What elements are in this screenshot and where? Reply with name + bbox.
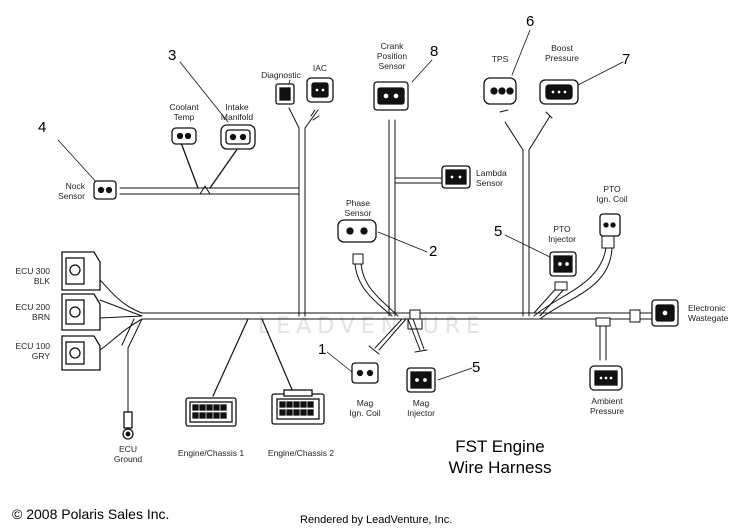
callout-3: 3 [168,47,177,64]
label-diagnostic: Diagnostic [261,70,301,80]
label-engine-chassis-2: Engine/Chassis 2 [267,448,335,458]
callout-2: 2 [429,243,438,260]
label-iac: IAC [312,63,328,73]
iac-connector [306,77,334,103]
callout-6: 6 [526,13,535,30]
callout-5-pto: 5 [494,223,503,240]
coolant-temp-connector [171,127,197,145]
callout-8: 8 [430,43,439,60]
main-trunk [141,309,634,330]
branch-wastegate [629,309,653,323]
branch-tps [499,109,553,317]
callout-1: 1 [318,341,327,358]
branch-mag [368,318,428,355]
diagram-title: FST Engine Wire Harness [448,437,552,477]
callout-5-mag: 5 [472,359,481,376]
rendered-by-text: Rendered by LeadVenture, Inc. [300,514,453,526]
branch-ambient [595,317,611,361]
leader-lines [57,29,624,381]
branch-phase [352,253,399,317]
diagnostic-connector [275,83,295,105]
label-engine-chassis-1: Engine/Chassis 1 [177,448,245,458]
electronic-wastegate-connector [651,299,679,327]
ecu-ground-terminal [122,411,134,440]
phase-sensor-connector [337,219,377,243]
branch-pto [533,235,615,320]
engine-chassis-2-connector [271,389,325,425]
mag-injector-connector [406,367,436,393]
lambda-sensor-connector [441,165,471,189]
ecu-300-connector [61,251,101,291]
mag-ign-coil-connector [351,362,379,384]
ecu-200-connector [61,293,101,331]
branch-nock [119,139,300,195]
label-tps: TPS [491,54,509,64]
branch-diagnostic [288,107,320,317]
branch-chassis [212,318,294,397]
branch-ecu [99,279,143,413]
crank-sensor-connector [373,81,409,111]
watermark: LEADVENTURE [258,314,486,339]
nock-sensor-connector [93,180,117,200]
engine-chassis-1-connector [185,397,237,427]
boost-pressure-connector [539,79,579,105]
callout-7: 7 [622,51,631,68]
callout-4: 4 [38,119,47,136]
tps-connector [483,77,517,105]
pto-injector-connector [549,251,577,277]
intake-manifold-connector [220,124,256,150]
pto-ign-coil-connector [599,213,621,237]
copyright-text: © 2008 Polaris Sales Inc. [12,506,170,522]
ecu-100-connector [61,335,101,371]
branch-crank [388,119,443,317]
ambient-pressure-connector [589,365,623,391]
